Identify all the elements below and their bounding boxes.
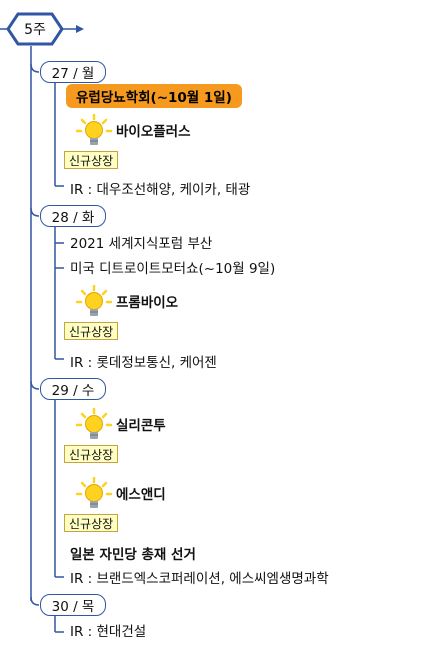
event-text: 유럽당뇨학회(~10월 1일) bbox=[76, 90, 232, 106]
day-node-28[interactable]: 28 / 화 bbox=[40, 205, 106, 227]
ir-text[interactable]: IR : 현대건설 bbox=[70, 624, 147, 640]
day-label: 29 / 수 bbox=[51, 383, 95, 399]
listing-company[interactable]: 바이오플러스 bbox=[116, 124, 191, 140]
new-listing-badge: 신규상장 bbox=[64, 151, 119, 169]
event-text[interactable]: 2021 세계지식포럼 부산 bbox=[70, 236, 213, 252]
lightbulb-icon bbox=[75, 284, 113, 319]
ir-text[interactable]: IR : 대우조선해양, 케이카, 태광 bbox=[70, 182, 251, 198]
listing-company[interactable]: 실리콘투 bbox=[116, 418, 166, 434]
day-label: 30 / 목 bbox=[51, 599, 95, 615]
ir-text[interactable]: IR : 브랜드엑스코퍼레이션, 에스씨엠생명과학 bbox=[70, 571, 329, 587]
new-listing-badge: 신규상장 bbox=[64, 514, 119, 532]
highlighted-event[interactable]: 유럽당뇨학회(~10월 1일) bbox=[66, 84, 242, 108]
day-node-27[interactable]: 27 / 월 bbox=[40, 61, 106, 83]
listing-company[interactable]: 프롬바이오 bbox=[116, 295, 179, 311]
new-listing-badge: 신규상장 bbox=[64, 322, 119, 340]
new-listing-badge: 신규상장 bbox=[64, 445, 119, 463]
day-node-29[interactable]: 29 / 수 bbox=[40, 378, 106, 400]
day-node-30[interactable]: 30 / 목 bbox=[40, 594, 106, 616]
week-node[interactable]: 5주 bbox=[6, 12, 64, 46]
ir-text[interactable]: IR : 롯데정보통신, 케어젠 bbox=[70, 355, 217, 371]
lightbulb-icon bbox=[75, 476, 113, 511]
event-text[interactable]: 미국 디트로이트모터쇼(~10월 9일) bbox=[70, 261, 276, 277]
day-label: 27 / 월 bbox=[51, 66, 95, 82]
listing-company[interactable]: 에스앤디 bbox=[116, 487, 166, 503]
day-label: 28 / 화 bbox=[51, 210, 95, 226]
hexagon-shape bbox=[6, 12, 64, 46]
lightbulb-icon bbox=[75, 407, 113, 442]
event-text[interactable]: 일본 자민당 총재 선거 bbox=[70, 547, 196, 563]
lightbulb-icon bbox=[75, 113, 113, 148]
week-label: 5주 bbox=[24, 22, 46, 38]
